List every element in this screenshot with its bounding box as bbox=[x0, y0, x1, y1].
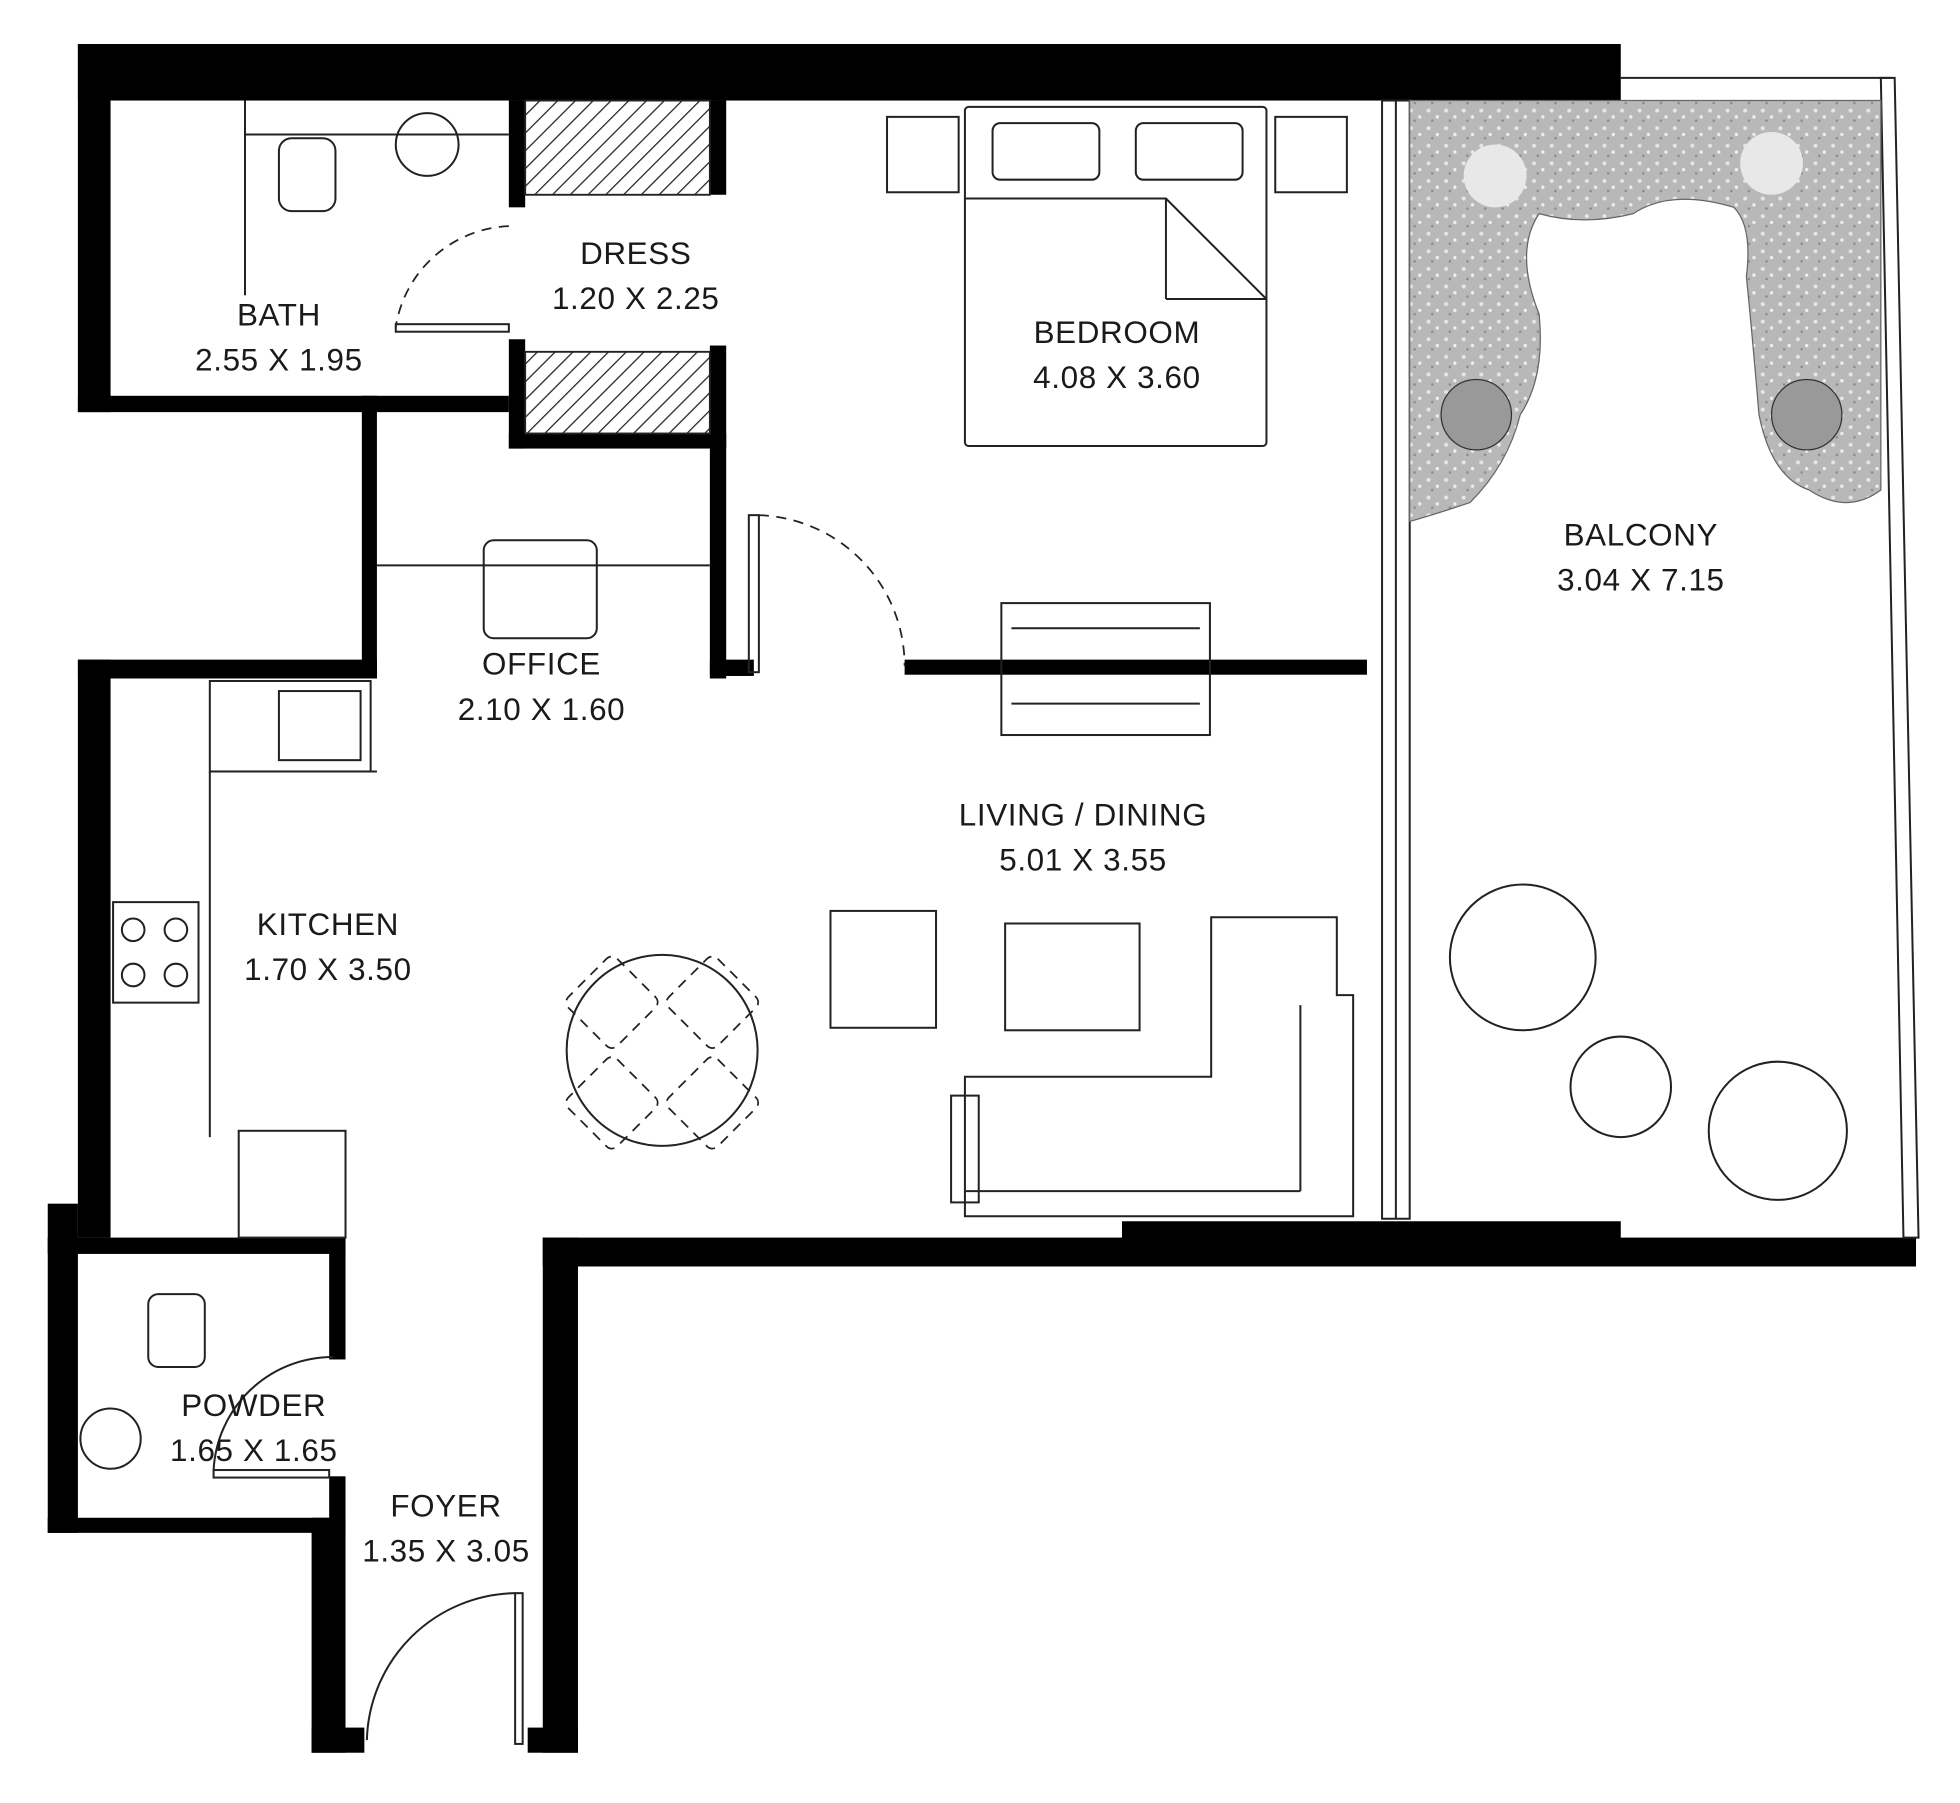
svg-text:POWDER: POWDER bbox=[181, 1388, 326, 1423]
svg-text:1.65 X 1.65: 1.65 X 1.65 bbox=[170, 1433, 338, 1468]
bath-fixtures bbox=[243, 100, 509, 296]
balcony-planter bbox=[1409, 99, 1882, 523]
svg-text:KITCHEN: KITCHEN bbox=[257, 907, 399, 942]
room-label-living: LIVING / DINING 5.01 X 3.55 bbox=[959, 797, 1207, 877]
svg-text:OFFICE: OFFICE bbox=[482, 647, 601, 682]
svg-text:BATH: BATH bbox=[237, 297, 321, 332]
svg-text:BEDROOM: BEDROOM bbox=[1034, 315, 1201, 350]
kitchen-fixtures bbox=[112, 679, 377, 1239]
office-desk bbox=[376, 539, 710, 640]
sofa bbox=[963, 916, 1355, 1218]
svg-text:1.70 X 3.50: 1.70 X 3.50 bbox=[244, 952, 412, 987]
svg-text:4.08 X 3.60: 4.08 X 3.60 bbox=[1033, 360, 1201, 395]
walls bbox=[47, 44, 1917, 1753]
glazing bbox=[1381, 76, 1920, 1239]
armchair bbox=[829, 909, 938, 1029]
sink-icon bbox=[79, 1407, 142, 1470]
svg-text:3.04 X 7.15: 3.04 X 7.15 bbox=[1557, 563, 1725, 598]
svg-text:5.01 X 3.55: 5.01 X 3.55 bbox=[999, 843, 1167, 878]
powder-fixtures bbox=[79, 1293, 206, 1470]
room-label-powder: POWDER 1.65 X 1.65 bbox=[170, 1388, 338, 1468]
sink-icon bbox=[394, 112, 460, 177]
svg-text:FOYER: FOYER bbox=[390, 1489, 501, 1524]
svg-text:1.35 X 3.05: 1.35 X 3.05 bbox=[362, 1534, 530, 1569]
living-furniture bbox=[565, 909, 1355, 1218]
plant-icon bbox=[1440, 131, 1843, 451]
room-label-dress: DRESS 1.20 X 2.25 bbox=[552, 236, 720, 316]
wardrobe bbox=[524, 350, 711, 435]
room-label-balcony: BALCONY 3.04 X 7.15 bbox=[1557, 517, 1725, 598]
coffee-table bbox=[1004, 922, 1141, 1032]
toilet-icon bbox=[147, 1293, 206, 1369]
room-label-foyer: FOYER 1.35 X 3.05 bbox=[362, 1489, 530, 1569]
svg-text:LIVING / DINING: LIVING / DINING bbox=[959, 797, 1207, 832]
svg-text:DRESS: DRESS bbox=[580, 236, 691, 271]
svg-text:1.20 X 2.25: 1.20 X 2.25 bbox=[552, 281, 720, 316]
wardrobe bbox=[524, 99, 711, 196]
dining-table bbox=[565, 953, 759, 1147]
fridge-icon bbox=[237, 1129, 347, 1239]
svg-text:2.55 X 1.95: 2.55 X 1.95 bbox=[195, 343, 363, 378]
bed bbox=[886, 105, 1348, 737]
room-label-bath: BATH 2.55 X 1.95 bbox=[195, 297, 363, 378]
sink-icon bbox=[208, 679, 372, 773]
doors bbox=[212, 225, 906, 1745]
svg-text:2.10 X 1.60: 2.10 X 1.60 bbox=[458, 692, 626, 727]
balcony-furniture bbox=[1448, 883, 1848, 1201]
room-label-bedroom: BEDROOM 4.08 X 3.60 bbox=[1033, 315, 1201, 395]
stove-icon bbox=[112, 901, 200, 1004]
tv-console bbox=[1000, 602, 1211, 737]
room-label-kitchen: KITCHEN 1.70 X 3.50 bbox=[244, 907, 412, 987]
toilet-icon bbox=[277, 137, 337, 213]
room-label-office: OFFICE 2.10 X 1.60 bbox=[458, 647, 626, 727]
svg-text:BALCONY: BALCONY bbox=[1564, 517, 1718, 552]
